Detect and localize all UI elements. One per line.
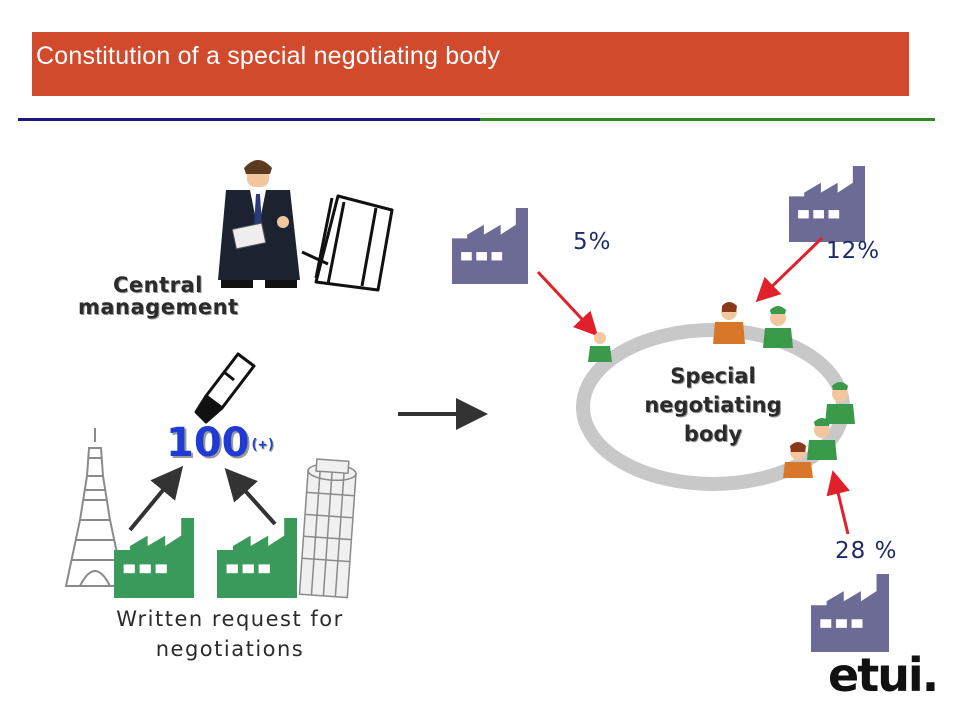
etui-logo: etui. <box>828 648 939 702</box>
factory-28-icon <box>811 574 889 652</box>
worker-icon <box>588 332 612 362</box>
snb-label: Special negotiating body <box>644 364 782 446</box>
document-icon <box>301 194 394 292</box>
businessman-icon <box>218 160 300 288</box>
percentage-12: 12% <box>826 238 881 264</box>
divider-green <box>480 118 935 121</box>
factory-green-right-icon <box>217 518 297 598</box>
arrow-28-to-snb <box>826 470 850 535</box>
worker-icon <box>713 302 745 344</box>
factory-green-left-icon <box>114 518 194 598</box>
factory-5-icon <box>452 208 528 284</box>
worker-icon <box>783 442 813 478</box>
written-request-label: Written request for negotiations <box>116 607 344 661</box>
worker-icon <box>763 306 793 348</box>
factory-12-icon <box>789 166 865 242</box>
percentage-5: 5% <box>573 229 612 255</box>
percentage-28: 28 % <box>835 538 898 564</box>
page-title: Constitution of a special negotiating bo… <box>36 42 501 70</box>
threshold-suffix: (+) <box>250 437 276 453</box>
arrow-12-to-snb <box>755 236 824 303</box>
threshold-value: 100 <box>166 420 250 466</box>
divider-blue <box>18 118 480 121</box>
title-bar: Constitution of a special negotiating bo… <box>32 32 909 96</box>
fountain-pen-icon <box>194 352 256 424</box>
central-management-label: Central management <box>78 273 239 319</box>
worker-icon <box>807 418 837 460</box>
arrow-left-to-threshold <box>128 465 184 532</box>
worker-icon <box>825 382 855 424</box>
arrow-5-to-snb <box>536 270 599 337</box>
pisa-tower-icon <box>298 458 357 599</box>
arrow-right-to-threshold <box>224 468 277 526</box>
